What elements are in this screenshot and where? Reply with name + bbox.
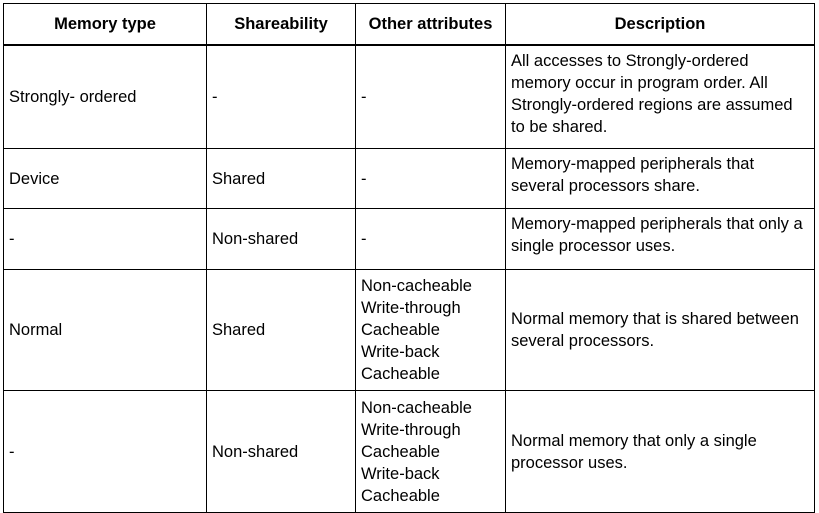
header-memory-type: Memory type — [3, 3, 207, 46]
table-row: - Non-shared - Memory-mapped peripherals… — [3, 208, 815, 270]
cell-description: All accesses to Strongly-ordered memory … — [505, 44, 815, 149]
attribute-line: Write-through — [361, 420, 461, 439]
cell-description: Memory-mapped peripherals that only a si… — [505, 208, 815, 270]
cell-shareability: Shared — [206, 269, 356, 391]
header-description: Description — [505, 3, 815, 46]
cell-memory-type: Strongly- ordered — [3, 44, 207, 149]
attribute-line: - — [361, 88, 367, 106]
cell-shareability: Non-shared — [206, 390, 356, 513]
attribute-line: Cacheable — [361, 321, 440, 339]
table-row: - Non-shared Non-cacheable Write-through… — [3, 390, 815, 513]
attribute-line: - — [361, 169, 367, 188]
table-header-row: Memory type Shareability Other attribute… — [3, 3, 815, 46]
attribute-line: Write-through — [361, 299, 461, 317]
cell-memory-type: Device — [3, 148, 207, 209]
cell-other-attributes: - — [355, 148, 506, 209]
cell-other-attributes: Non-cacheable Write-through Cacheable Wr… — [355, 390, 506, 513]
cell-shareability: - — [206, 44, 356, 149]
attribute-line: Non-cacheable — [361, 277, 472, 295]
attribute-line: Cacheable — [361, 442, 440, 461]
table-row: Device Shared - Memory-mapped peripheral… — [3, 148, 815, 209]
cell-other-attributes: - — [355, 208, 506, 270]
cell-shareability: Non-shared — [206, 208, 356, 270]
header-shareability: Shareability — [206, 3, 356, 46]
cell-memory-type: Normal — [3, 269, 207, 391]
table-row: Strongly- ordered - - All accesses to St… — [3, 44, 815, 149]
attribute-line: Write-back — [361, 464, 440, 483]
attribute-line: Non-cacheable — [361, 398, 472, 417]
cell-description: Normal memory that only a single process… — [505, 390, 815, 513]
cell-other-attributes: - — [355, 44, 506, 149]
table-row: Normal Shared Non-cacheable Write-throug… — [3, 269, 815, 391]
attribute-line: - — [361, 230, 367, 248]
memory-attributes-table: Memory type Shareability Other attribute… — [3, 3, 815, 513]
cell-other-attributes: Non-cacheable Write-through Cacheable Wr… — [355, 269, 506, 391]
cell-shareability: Shared — [206, 148, 356, 209]
memory-attributes-table-container: Memory type Shareability Other attribute… — [3, 3, 815, 513]
attribute-line: Write-back — [361, 343, 440, 361]
cell-description: Normal memory that is shared between sev… — [505, 269, 815, 391]
header-other-attributes: Other attributes — [355, 3, 506, 46]
attribute-line: Cacheable — [361, 486, 440, 505]
attribute-line: Cacheable — [361, 365, 440, 383]
cell-description: Memory-mapped peripherals that several p… — [505, 148, 815, 209]
cell-memory-type: - — [3, 390, 207, 513]
cell-memory-type: - — [3, 208, 207, 270]
